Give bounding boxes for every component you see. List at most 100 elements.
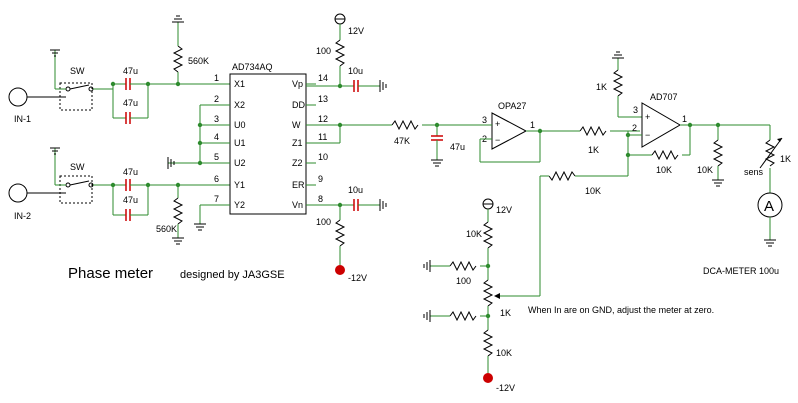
resistor-560k-top-label: 560K [188,56,209,66]
ic-pin-name-vp: Vp [292,79,303,89]
cap-in2b-label: 47u [123,195,138,205]
ic-pin-number-8: 8 [318,194,323,204]
resistor-10k-input-label: 10K [585,186,601,196]
resistor-560k-top [172,45,184,73]
svg-text:−: − [645,130,650,140]
supply-neg12v-adj-label: -12V [496,383,515,393]
ic-pin-number-5: 5 [214,152,219,162]
resistor-560k-bottom [172,197,184,225]
input-1-label: IN-1 [14,114,31,124]
filter-and-opa27: 47K 47u OPA27 +− 3 2 1 1K [306,101,640,167]
meter-label: DCA-METER 100u [703,266,779,276]
ic-pin-number-14: 14 [318,73,328,83]
resistor-560k-bottom-label: 560K [156,224,177,234]
sens-label: sens [744,167,764,177]
input-1-jack [8,87,28,107]
resistor-47k-label: 47K [394,136,410,146]
ic-pin-name-dd: DD [292,100,305,110]
svg-text:3: 3 [633,105,638,115]
ic-pin-number-6: 6 [214,174,219,184]
svg-text:1: 1 [530,120,535,130]
resistor-100-adj-top [449,260,477,272]
potentiometer-1k-label: 1K [500,308,511,318]
ic-pin-number-11: 11 [318,132,327,142]
cap-47u-filter-label: 47u [450,142,465,152]
resistor-100-top-label: 100 [316,46,331,56]
supply-neg12v-bottom-symbol [335,265,345,275]
supply-negative-bottom: 10u 100 -12V [306,185,387,283]
resistor-10k-output-label: 10K [697,165,713,175]
resistor-100-top [334,39,346,67]
resistor-100-adj-top-label: 100 [456,276,471,286]
switch-2 [59,175,93,204]
switch-1 [59,82,93,111]
supply-neg12v-adj-symbol [483,373,493,383]
svg-text:+: + [495,119,500,129]
input-2-label: IN-2 [14,211,31,221]
resistor-10k-output [712,139,724,167]
opamp-opa27 [491,112,528,150]
ic-pin-name-z2: Z2 [292,158,303,168]
diagram-title: Phase meter [68,265,153,282]
resistor-1k-sens-label: 1K [780,154,791,164]
ad707-stage: 1K AD707 +− 3 2 1 10K 10K 10K [539,51,770,296]
supply-12v-top-label: 12V [348,26,364,36]
resistor-10k-adj-bottom [482,329,494,357]
resistor-1k-sens [764,139,776,167]
resistor-10k-feedback-label: 10K [656,165,672,175]
resistor-10k-adj-bottom-label: 10K [496,348,512,358]
opamp-ad707 [641,102,681,148]
ic-pin-name-u2: U2 [234,158,246,168]
opamp-opa27-label: OPA27 [498,101,526,111]
ic-pin-number-3: 3 [214,114,219,124]
resistor-1k-ground-label: 1K [596,82,607,92]
cap-10u-bottom-label: 10u [348,185,363,195]
ic-pin-number-10: 10 [318,152,328,162]
input-2-jack [8,183,28,203]
ic-pin-name-z1: Z1 [292,138,303,148]
svg-text:1: 1 [682,114,687,124]
resistor-10k-feedback [651,149,679,161]
input-1-section: IN-1 SW 47u 47u 560K [8,15,230,124]
resistor-1k-series [579,125,607,137]
ic-pin-number-12: 12 [318,114,328,124]
ic-pin-name-u1: U1 [234,138,246,148]
ic-pin-number-9: 9 [318,174,323,184]
switch-2-label: SW [70,162,85,172]
cap-10u-top-label: 10u [348,66,363,76]
potentiometer-1k [482,279,494,307]
svg-text:2: 2 [632,123,637,133]
ic-pin-name-y1: Y1 [234,180,245,190]
resistor-10k-adj-top [482,221,494,249]
ic-pin-number-4: 4 [214,132,219,142]
ic-pin-number-7: 7 [214,194,219,204]
zero-adjust-network: 12V 10K 100 1K 10K -12V [423,198,540,393]
resistor-47k [391,119,419,131]
ic-pin-name-x2: X2 [234,100,245,110]
ic-pin-number-13: 13 [318,94,328,104]
svg-text:−: − [495,135,500,145]
supply-neg12v-bottom-label: -12V [348,273,367,283]
adjustment-note: When In are on GND, adjust the meter at … [528,305,714,315]
switch-1-label: SW [70,66,85,76]
resistor-100-bottom [334,219,346,247]
ic-pin-name-y2: Y2 [234,200,245,210]
resistor-1k-ground [612,69,624,97]
cap-in2-label: 47u [123,167,138,177]
svg-text:3: 3 [482,115,487,125]
input-2-section: IN-2 SW 47u 47u 560K [8,147,230,245]
meter-section: 1K sens A DCA-METER 100u [703,125,791,276]
ic-pin-name-vn: Vn [292,200,303,210]
resistor-100-bottom-label: 100 [316,217,331,227]
ic-pin-number-1: 1 [214,73,219,83]
resistor-10k-adj-top-label: 10K [466,229,482,239]
ic-pin-name-w: W [292,120,301,130]
resistor-100-adj-bottom [449,310,477,322]
supply-12v-adj-label: 12V [496,205,512,215]
supply-positive-top: 12V 100 10u [306,13,387,92]
opamp-ad707-label: AD707 [650,92,678,102]
ic-ad734aq-label: AD734AQ [232,62,273,72]
cap-in1b-label: 47u [123,98,138,108]
